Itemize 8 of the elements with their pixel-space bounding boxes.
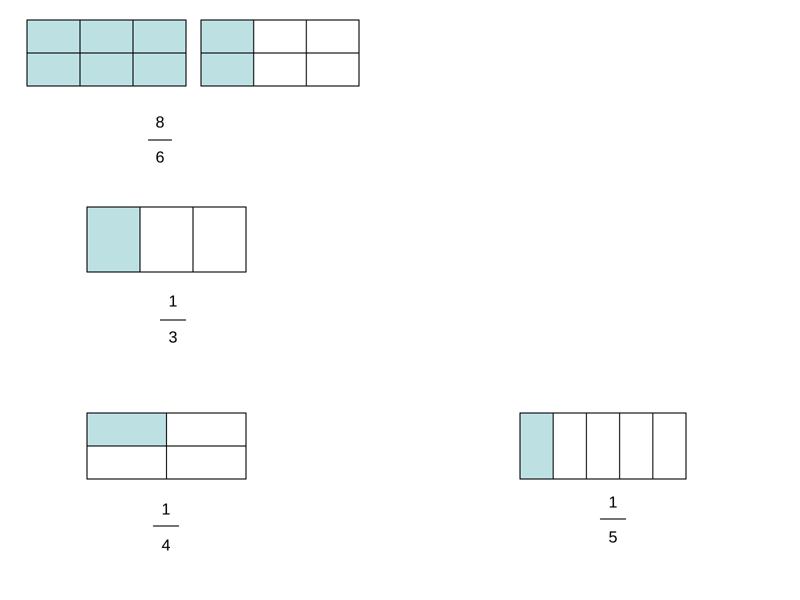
- numerator: 8: [156, 116, 164, 128]
- numerator: 1: [170, 296, 177, 306]
- denominator: 3: [169, 331, 177, 343]
- numerator: 1: [610, 496, 617, 508]
- denominator: 6: [156, 151, 164, 163]
- denominator: 4: [162, 540, 170, 550]
- numerator: 1: [162, 504, 170, 514]
- denominator: 5: [609, 531, 617, 543]
